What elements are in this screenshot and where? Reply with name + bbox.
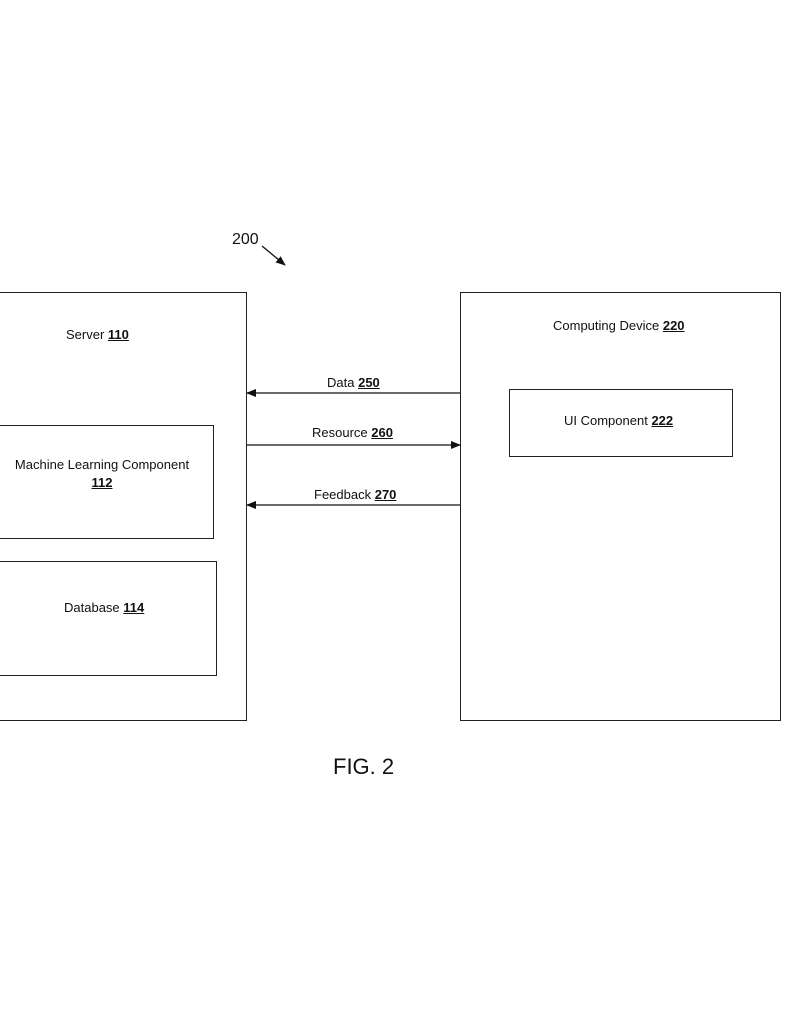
- ml-component-number: 112: [91, 475, 113, 490]
- computing-device-label-text: Computing Device: [553, 318, 660, 333]
- figure-reference-label: 200: [232, 231, 259, 248]
- feedback-arrow-label-text: Feedback: [314, 487, 372, 502]
- ml-component-box: [0, 425, 214, 539]
- data-arrow-label: Data 250: [327, 374, 380, 392]
- feedback-arrow-number: 270: [374, 487, 397, 502]
- computing-device-number: 220: [662, 318, 685, 333]
- computing-device-label: Computing Device 220: [553, 317, 685, 335]
- data-arrow-label-text: Data: [327, 375, 355, 390]
- server-label: Server 110: [66, 326, 129, 344]
- ui-component-box: [509, 389, 733, 457]
- server-label-text: Server: [66, 327, 105, 342]
- figure-pointer-arrow: [261, 245, 286, 266]
- computing-device-box: [460, 292, 781, 721]
- ml-component-label-text: Machine Learning Component: [14, 457, 190, 472]
- feedback-arrow-label: Feedback 270: [314, 486, 396, 504]
- resource-arrow-label-text: Resource: [312, 425, 368, 440]
- data-arrow-number: 250: [358, 375, 380, 390]
- database-label-text: Database: [64, 600, 120, 615]
- database-box: [0, 561, 217, 676]
- figure-caption: FIG. 2: [333, 754, 395, 779]
- ui-component-number: 222: [651, 413, 674, 428]
- database-number: 114: [123, 600, 145, 615]
- server-number: 110: [107, 327, 129, 342]
- database-label: Database 114: [64, 599, 144, 617]
- resource-arrow-label: Resource 260: [312, 424, 393, 442]
- ui-component-label-text: UI Component: [564, 413, 648, 428]
- ml-component-label: Machine Learning Component 112: [0, 456, 204, 492]
- resource-arrow-number: 260: [371, 425, 393, 440]
- ui-component-label: UI Component 222: [564, 412, 673, 430]
